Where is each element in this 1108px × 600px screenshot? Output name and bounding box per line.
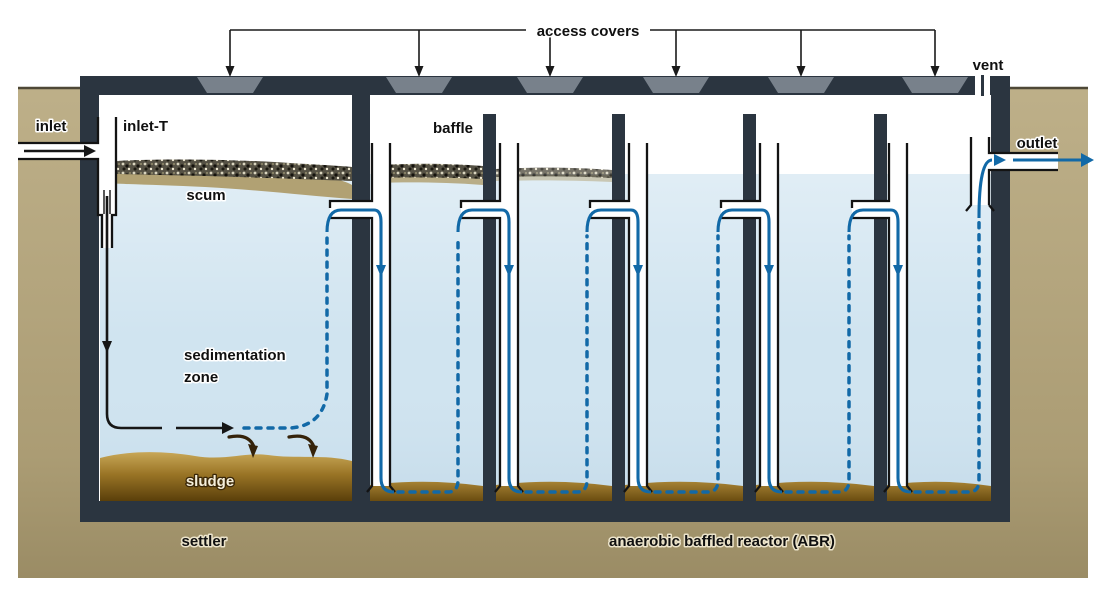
cover-arrowhead-3 bbox=[545, 66, 555, 77]
water bbox=[100, 174, 991, 501]
down-arrow-pipe-5 bbox=[893, 265, 903, 277]
baffle-wall-1 bbox=[483, 114, 496, 501]
flow-solid-pipe-4 bbox=[716, 208, 783, 494]
label-sedimentation-zone-line1: sedimentation bbox=[184, 347, 286, 364]
down-pipe-3-outline bbox=[588, 143, 653, 493]
flow-dash-settler-riser bbox=[242, 234, 329, 430]
label-settler: settler bbox=[181, 533, 226, 550]
access-cover-5 bbox=[768, 77, 834, 93]
settler-right-arrowhead bbox=[222, 422, 234, 434]
cover-arrowhead-4 bbox=[671, 66, 681, 77]
down-pipe-1-outline bbox=[328, 143, 396, 493]
access-covers-leader bbox=[225, 29, 940, 77]
access-cover-4 bbox=[643, 77, 709, 93]
labels: access covers vent inlet inlet-T scum ba… bbox=[34, 22, 1059, 552]
flow-dash-chamber-5 bbox=[913, 220, 981, 494]
access-cover-2 bbox=[386, 77, 452, 93]
pipes bbox=[18, 117, 1058, 493]
label-abr: anaerobic baffled reactor (ABR) bbox=[609, 533, 835, 550]
scum-speckle-chamber-1 bbox=[371, 163, 483, 179]
flow-dash-chamber-1 bbox=[396, 234, 460, 494]
down-pipe-2 bbox=[461, 143, 518, 486]
water-shading bbox=[100, 174, 991, 501]
label-sludge: sludge bbox=[186, 473, 234, 490]
down-pipe-1 bbox=[330, 143, 390, 486]
access-cover-6 bbox=[902, 77, 968, 93]
down-pipe-5-outline bbox=[850, 143, 913, 493]
label-baffle: baffle bbox=[433, 120, 473, 137]
settling-arrow-1 bbox=[227, 434, 256, 449]
outlet-t-pipe-outline bbox=[965, 137, 1058, 212]
flow-solid-pipe-3 bbox=[585, 208, 652, 494]
outlet-arrowhead-outer bbox=[1081, 153, 1094, 167]
down-arrow-pipe-1 bbox=[376, 265, 386, 277]
flow-solid-pipe-1 bbox=[325, 208, 395, 494]
flow-solid-lines bbox=[24, 145, 1094, 494]
flow-dash-chamber-3 bbox=[653, 234, 720, 494]
settler-divider-wall bbox=[352, 95, 370, 501]
sludge-settler bbox=[100, 452, 352, 501]
sludge-layers bbox=[100, 452, 991, 501]
label-inlet-t: inlet-T bbox=[123, 118, 168, 135]
flow-outlet-bend bbox=[977, 158, 993, 219]
tank-wall-left bbox=[80, 76, 99, 522]
baffle-wall-2 bbox=[612, 114, 625, 501]
cover-arrowhead-1 bbox=[225, 66, 235, 77]
inlet-arrowhead bbox=[84, 145, 96, 157]
scum-speckle-chamber-2 bbox=[496, 167, 612, 178]
down-pipe-2-outline bbox=[459, 143, 524, 493]
label-inlet: inlet bbox=[36, 118, 67, 135]
down-pipe-4-outline bbox=[719, 143, 784, 493]
settling-arrowhead-2 bbox=[308, 444, 318, 458]
outlet-arrowhead-inner bbox=[994, 154, 1006, 166]
access-cover-1 bbox=[197, 77, 263, 93]
settling-arrowhead-1 bbox=[248, 444, 258, 458]
down-arrow-pipe-3 bbox=[633, 265, 643, 277]
down-arrow-pipe-4 bbox=[764, 265, 774, 277]
tank-floor bbox=[80, 501, 1010, 522]
flow-solid-pipe-2 bbox=[456, 208, 523, 494]
label-sedimentation-zone-line2: zone bbox=[184, 369, 218, 386]
label-access-covers: access covers bbox=[537, 23, 640, 40]
down-pipe-5 bbox=[852, 143, 907, 486]
leader-drops bbox=[229, 30, 936, 68]
settling-arrow-2 bbox=[287, 434, 316, 449]
baffle-wall-3 bbox=[743, 114, 756, 501]
cover-arrowhead-2 bbox=[414, 66, 424, 77]
label-vent: vent bbox=[973, 57, 1004, 74]
flow-solid-pipe-5 bbox=[847, 208, 912, 494]
down-pipe-3 bbox=[590, 143, 647, 486]
scum-speckle-settler bbox=[100, 159, 352, 181]
flow-dash-chamber-2 bbox=[524, 234, 589, 494]
flow-dash-chamber-4 bbox=[784, 234, 851, 494]
access-cover-3 bbox=[517, 77, 583, 93]
cover-arrowhead-5 bbox=[796, 66, 806, 77]
inlet-t-pipe-outline bbox=[18, 117, 118, 248]
label-outlet: outlet bbox=[1017, 135, 1058, 152]
flow-dashed bbox=[242, 220, 981, 494]
scum-layers bbox=[100, 159, 612, 199]
inlet-t-inner-pipe bbox=[103, 190, 111, 214]
down-arrow-pipe-2 bbox=[504, 265, 514, 277]
tank-wall-right bbox=[991, 76, 1010, 522]
label-scum: scum bbox=[186, 187, 225, 204]
down-pipe-4 bbox=[721, 143, 778, 486]
cover-arrowhead-6 bbox=[930, 66, 940, 77]
baffle-wall-4 bbox=[874, 114, 887, 501]
settler-down-arrowhead bbox=[102, 341, 112, 353]
settler-flow-line bbox=[105, 196, 162, 430]
